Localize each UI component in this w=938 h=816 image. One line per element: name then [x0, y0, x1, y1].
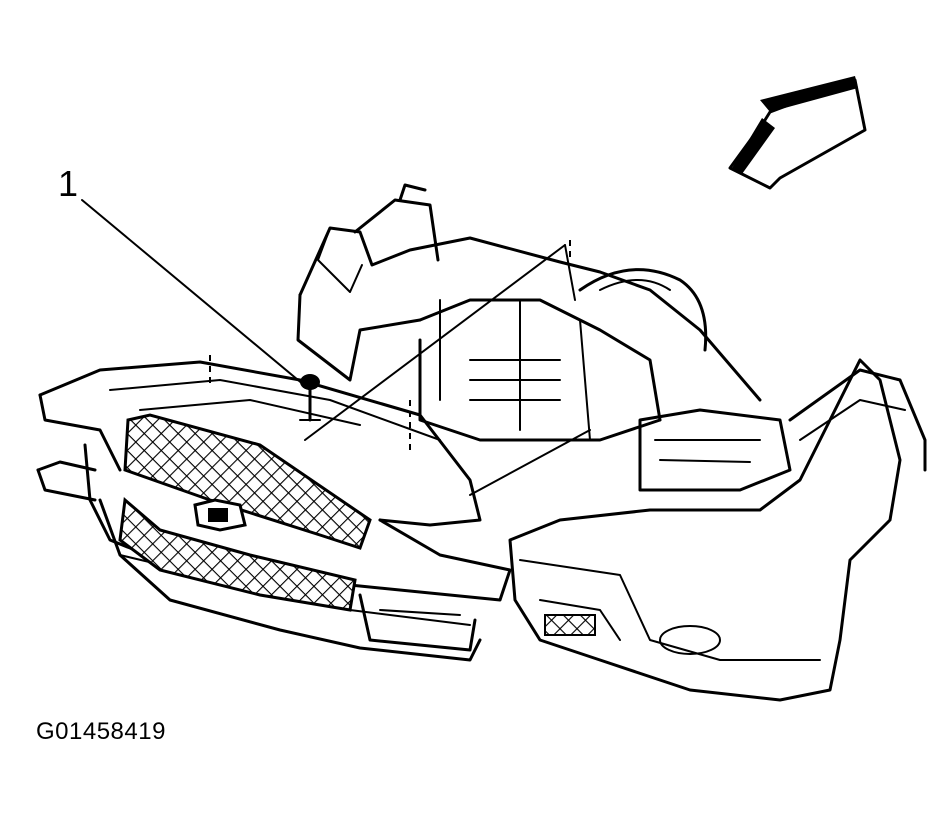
lower-bracket	[358, 593, 477, 652]
callout-label-1: 1	[58, 163, 79, 204]
front-direction-arrow-icon	[728, 76, 867, 190]
upper-fascia-panel	[38, 240, 571, 527]
lower-grille	[118, 497, 357, 612]
figure-id-label: G01458419	[36, 718, 166, 745]
right-fascia-section	[508, 358, 927, 702]
upper-grille	[123, 413, 372, 550]
bowtie-emblem-icon	[193, 498, 247, 532]
radiator-support	[296, 183, 792, 492]
